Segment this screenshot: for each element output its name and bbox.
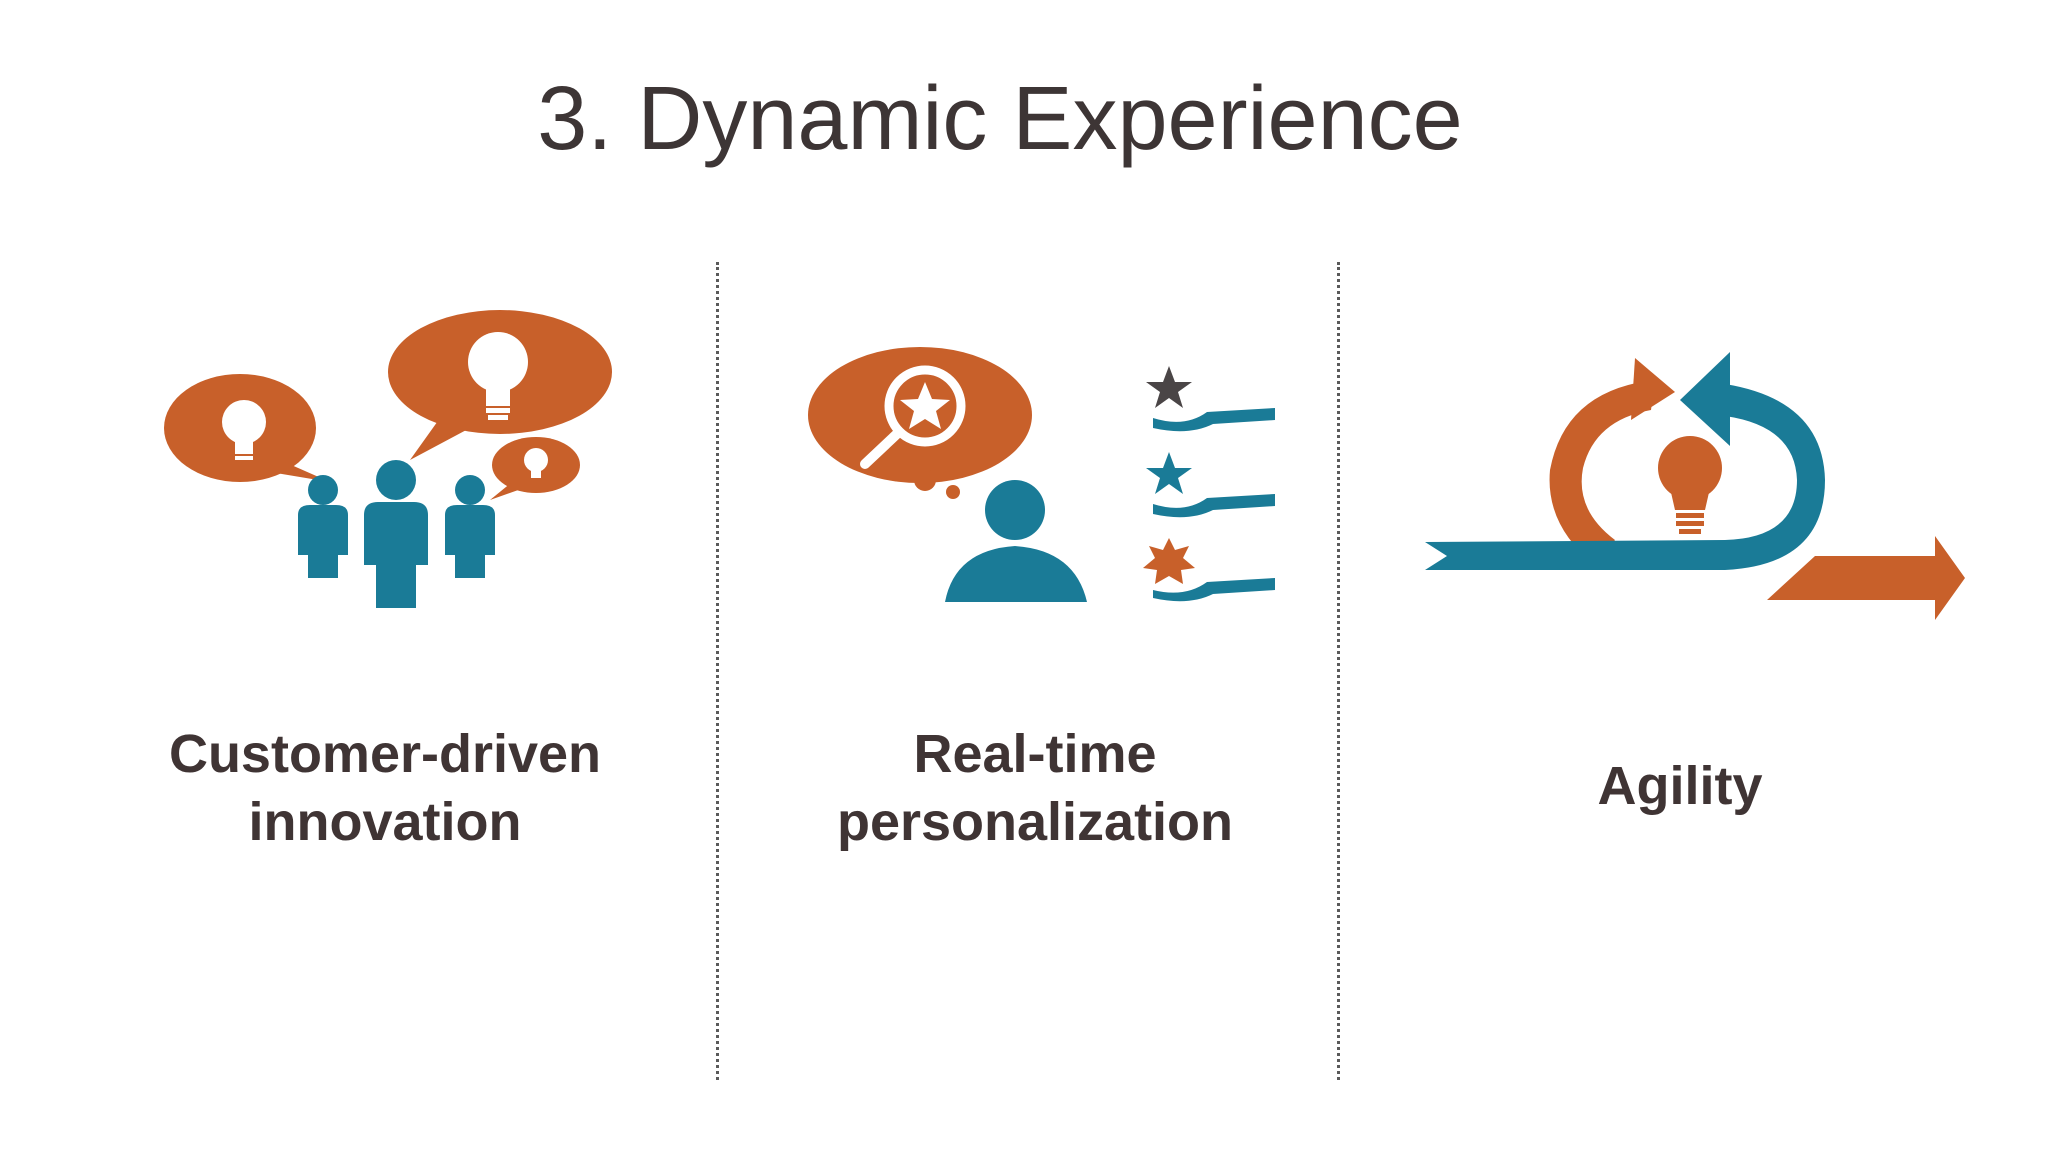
agility-loop-icon [1425, 350, 1985, 620]
personalization-icon [805, 340, 1285, 610]
label-line: personalization [836, 792, 1234, 852]
column-divider-left [716, 262, 719, 1080]
column-label-real-time-personalization: Real-time personalization [795, 720, 1275, 856]
people-ideas-icon [160, 310, 620, 620]
label-line: Agility [1597, 756, 1763, 816]
column-label-agility: Agility [1440, 752, 1920, 820]
label-line: Customer-driven [168, 724, 602, 784]
column-divider-right [1337, 262, 1340, 1080]
column-label-customer-driven-innovation: Customer-driven innovation [140, 720, 630, 856]
slide-title: 3. Dynamic Experience [537, 69, 1463, 169]
label-line: innovation [248, 792, 522, 852]
label-line: Real-time [913, 724, 1157, 784]
